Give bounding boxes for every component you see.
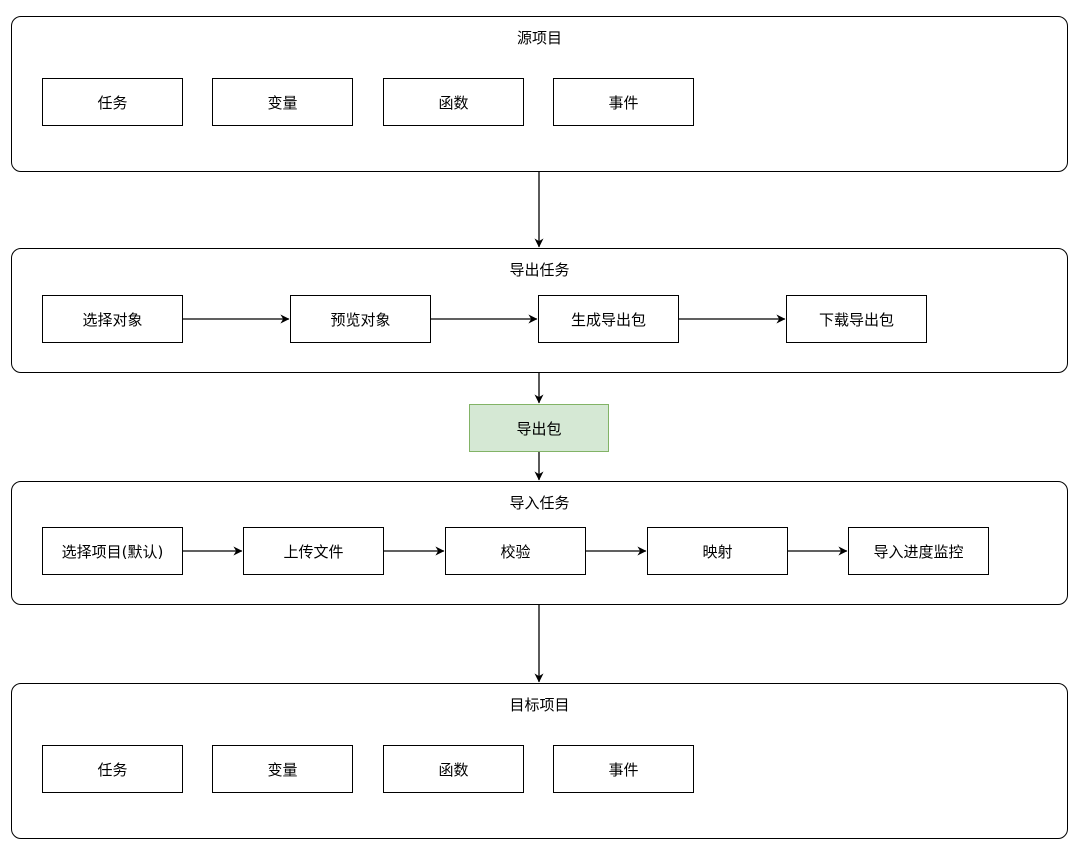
target-item-function: 函数: [383, 745, 524, 793]
export-step-preview-objects: 预览对象: [290, 295, 431, 343]
import-step-upload-file: 上传文件: [243, 527, 384, 575]
source-item-task: 任务: [42, 78, 183, 126]
export-step-download-package: 下载导出包: [786, 295, 927, 343]
import-step-validate: 校验: [445, 527, 586, 575]
source-project-group: 源项目: [11, 16, 1068, 172]
source-item-variable: 变量: [212, 78, 353, 126]
target-item-task: 任务: [42, 745, 183, 793]
import-step-select-project: 选择项目(默认): [42, 527, 183, 575]
source-item-event: 事件: [553, 78, 694, 126]
target-item-variable: 变量: [212, 745, 353, 793]
import-step-progress-monitor: 导入进度监控: [848, 527, 989, 575]
target-project-group: 目标项目: [11, 683, 1068, 839]
source-item-function: 函数: [383, 78, 524, 126]
export-step-select-objects: 选择对象: [42, 295, 183, 343]
source-project-title: 源项目: [516, 29, 562, 47]
target-item-event: 事件: [553, 745, 694, 793]
target-project-title: 目标项目: [509, 696, 570, 714]
import-step-mapping: 映射: [647, 527, 788, 575]
export-package-node: 导出包: [469, 404, 609, 452]
import-task-title: 导入任务: [509, 494, 570, 512]
export-task-title: 导出任务: [509, 261, 570, 279]
export-step-generate-package: 生成导出包: [538, 295, 679, 343]
